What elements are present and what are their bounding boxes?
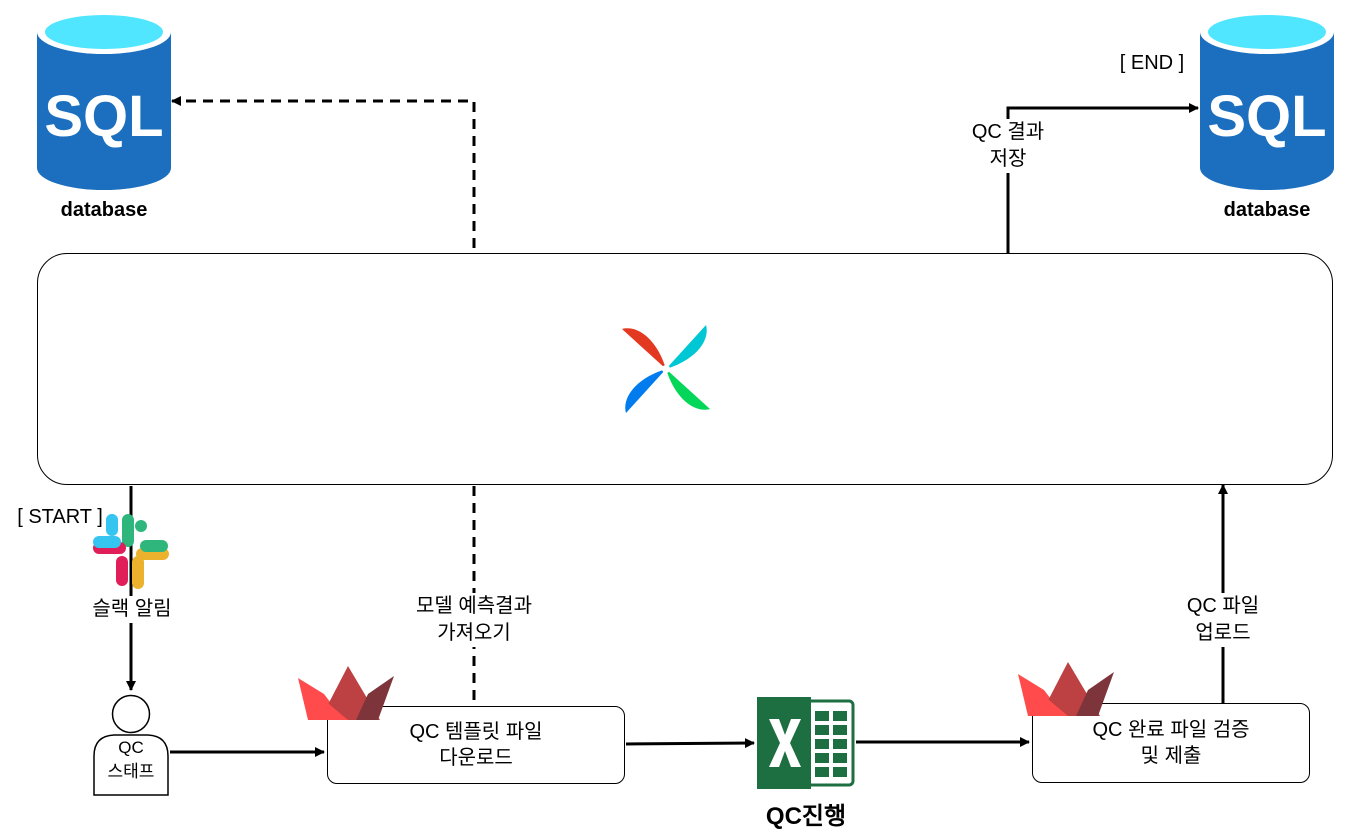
streamlit-icon — [1018, 662, 1114, 716]
arrow-template-to-excel — [625, 738, 755, 749]
qc-progress-label: QC진행 — [736, 801, 876, 833]
upload-line2: 업로드 — [1195, 622, 1251, 644]
save-result-label: QC 결과 저장 — [950, 119, 1066, 173]
qc-staff-actor: QC 스태프 — [92, 690, 170, 796]
sql-icon-text: SQL — [44, 84, 163, 149]
right-database: SQL — [1200, 10, 1334, 190]
verify-submit-box: QC 완료 파일 검증 및 제출 — [1032, 703, 1310, 783]
sql-database-icon: SQL — [1200, 10, 1334, 190]
slack-alert-label: 슬랙 알림 — [76, 596, 188, 623]
streamlit-icon — [298, 666, 394, 720]
excel-icon — [757, 697, 855, 789]
verify-line1: QC 완료 파일 검증 — [1092, 719, 1250, 741]
template-line1: QC 템플릿 파일 — [409, 721, 543, 743]
dashed-arrow-to-left-db — [171, 96, 476, 248]
airflow-panel — [37, 253, 1333, 485]
template-line2: 다운로드 — [439, 747, 513, 769]
slack-icon — [93, 514, 169, 589]
streamlit-logo-left — [298, 664, 394, 720]
arrow-to-right-db — [1006, 103, 1199, 253]
slack-logo — [92, 512, 170, 590]
user-icon — [93, 694, 169, 796]
left-database: SQL — [37, 10, 171, 190]
airflow-icon — [622, 325, 710, 413]
verify-line2: 및 제출 — [1140, 745, 1202, 767]
left-database-label: database — [30, 197, 178, 224]
airflow-logo — [620, 323, 712, 415]
fetch-prediction-label: 모델 예측결과 가져오기 — [395, 593, 553, 647]
save-result-line2: 저장 — [989, 148, 1027, 170]
excel-logo — [757, 697, 855, 789]
sql-database-icon: SQL — [37, 10, 171, 190]
streamlit-logo-right — [1018, 660, 1114, 716]
fetch-line2: 가져오기 — [437, 622, 511, 644]
upload-line1: QC 파일 — [1186, 595, 1260, 617]
staff-line1: QC — [118, 738, 144, 757]
right-database-label: database — [1193, 197, 1341, 224]
staff-line2: 스태프 — [107, 762, 155, 781]
upload-label: QC 파일 업로드 — [1168, 593, 1278, 647]
fetch-line1: 모델 예측결과 — [416, 595, 532, 617]
start-tag: [ START ] — [17, 506, 103, 528]
save-result-line1: QC 결과 — [971, 121, 1045, 143]
end-tag: [ END ] — [1110, 50, 1194, 77]
sql-icon-text: SQL — [1207, 84, 1326, 149]
